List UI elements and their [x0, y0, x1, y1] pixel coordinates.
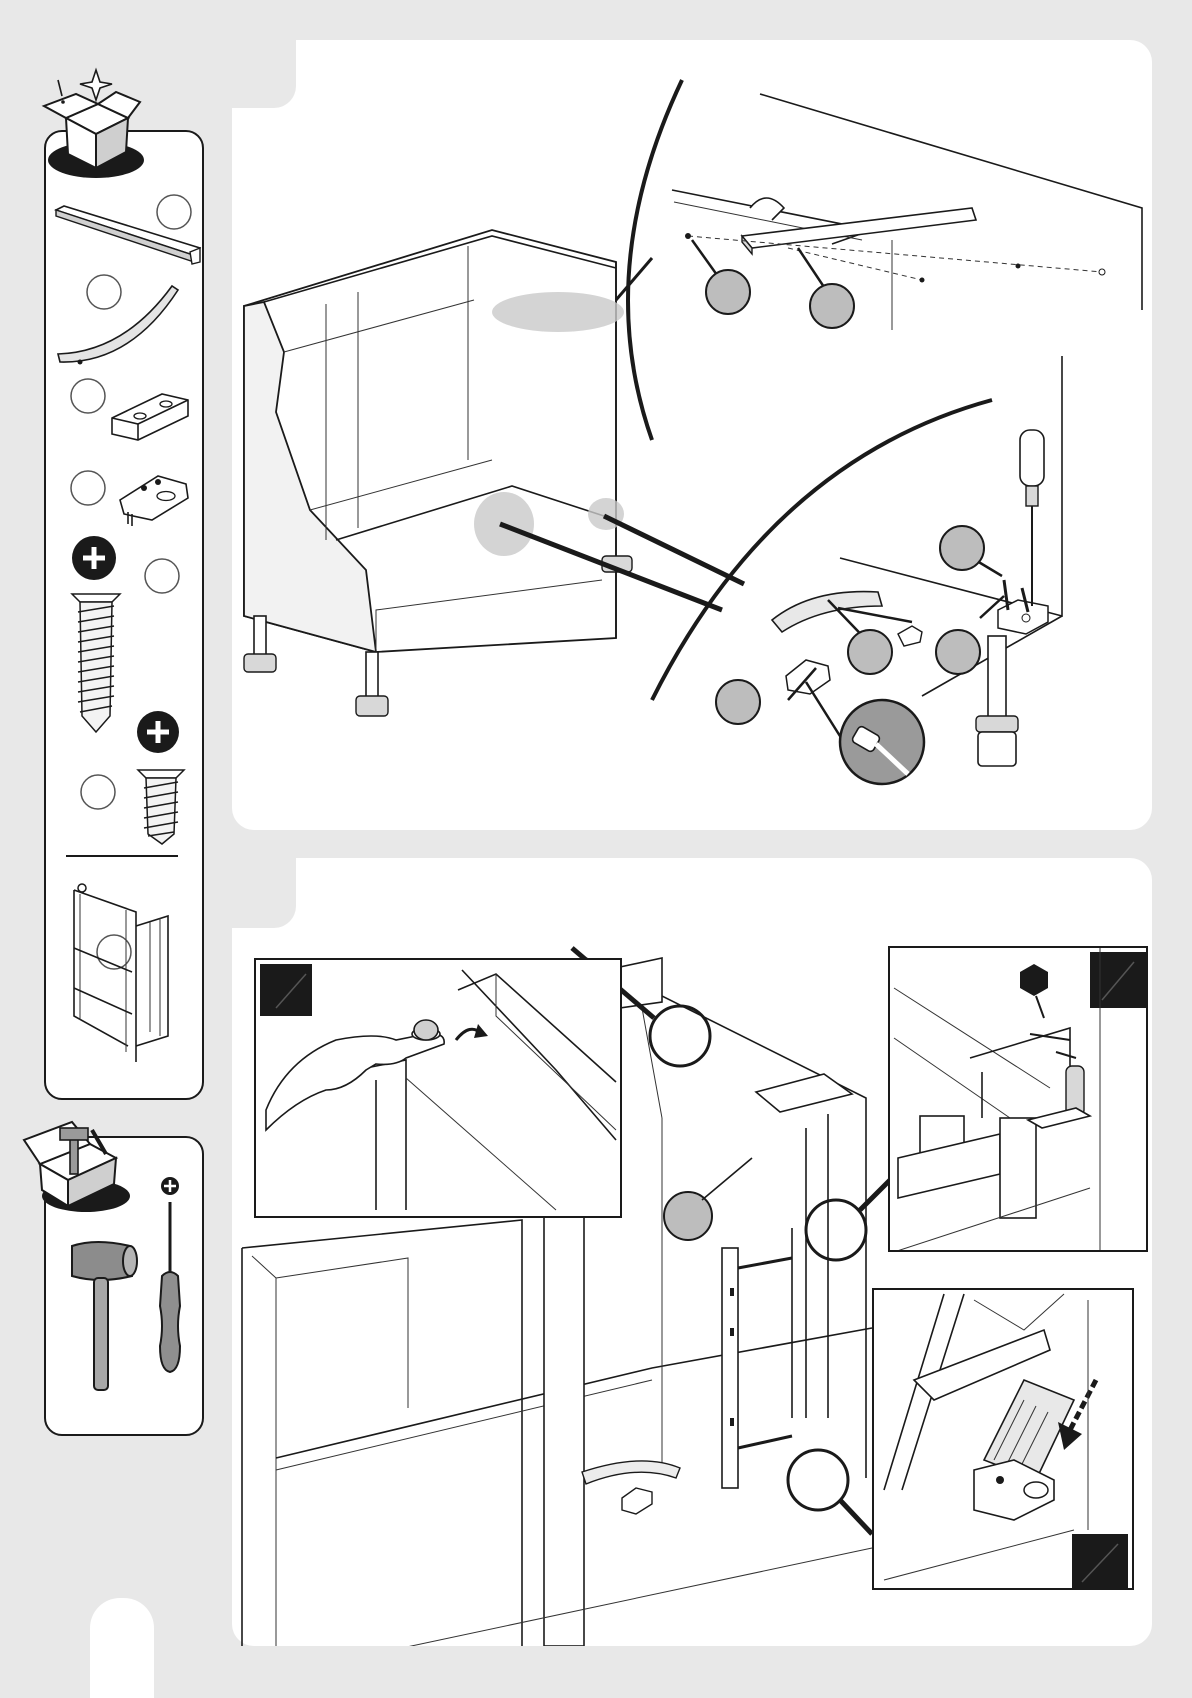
zoom-ring	[806, 1200, 866, 1260]
page-number-tab	[90, 1598, 154, 1698]
base-cabinet	[244, 230, 744, 716]
inset-detail-b	[888, 946, 1148, 1252]
hinge-slide-illustration	[874, 1290, 1134, 1590]
open-box-icon	[36, 62, 146, 182]
short-screw-icon	[66, 710, 196, 850]
callout-circle	[940, 526, 984, 570]
callout-circle	[810, 284, 854, 328]
stop-sign-icon	[1020, 964, 1048, 996]
hammer-icon	[66, 1234, 146, 1394]
inset-detail-a	[254, 958, 622, 1218]
hinge-clip-illustration	[890, 948, 1148, 1252]
callout-circle	[664, 1192, 712, 1240]
curved-trim-icon	[54, 268, 184, 368]
screwdriver-icon	[150, 1176, 190, 1376]
rail-mounting-detail	[628, 80, 1142, 440]
inset-detail-c	[872, 1288, 1134, 1590]
zoom-ring	[650, 1006, 710, 1066]
callout-circle	[848, 630, 892, 674]
block-bracket-icon	[66, 376, 196, 456]
pullout-frame-installed	[664, 1114, 828, 1488]
highlight-area	[492, 292, 624, 332]
step-1-illustration	[232, 40, 1152, 830]
cam-turn-illustration	[256, 960, 622, 1218]
part-callout-circle	[157, 195, 191, 229]
callout-circle	[936, 630, 980, 674]
parts-divider	[66, 855, 178, 857]
toolbox-icon	[20, 1114, 130, 1214]
callout-circle	[716, 680, 760, 724]
long-screw-icon	[66, 536, 196, 736]
pullout-frame-icon	[66, 876, 196, 1076]
cam-plate-icon	[66, 464, 196, 544]
callout-circle	[706, 270, 750, 314]
